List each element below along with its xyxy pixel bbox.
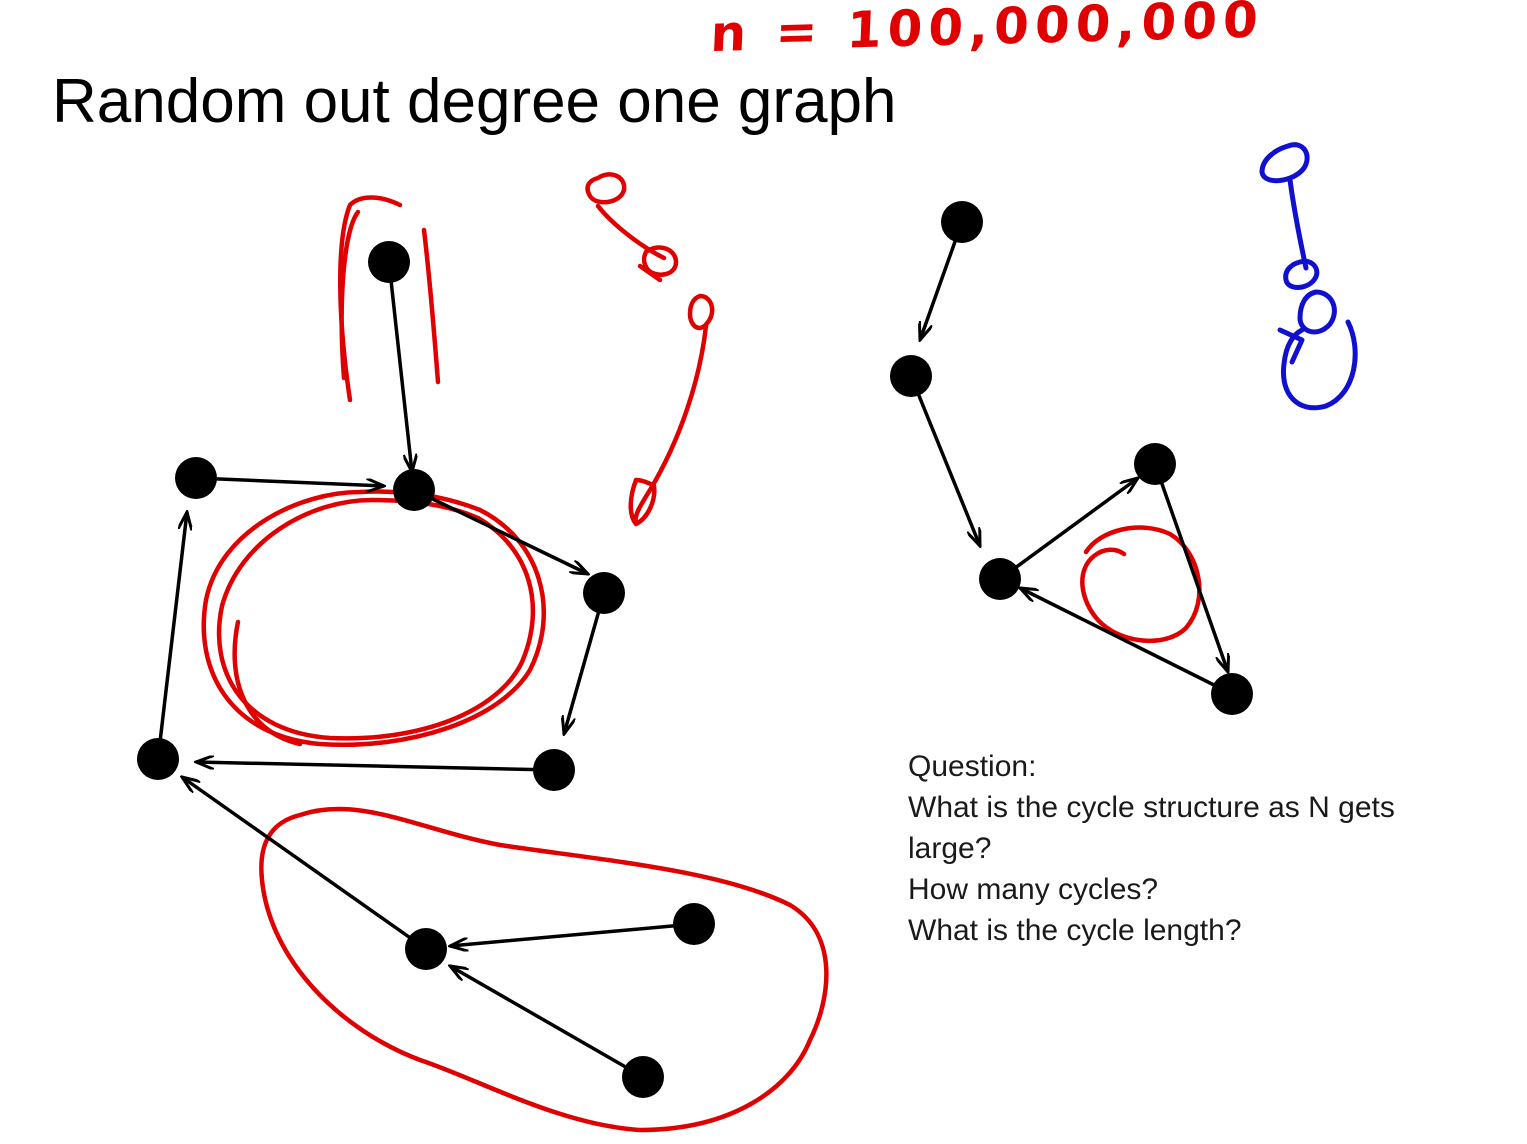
ink-small-graph-node-3 (687, 293, 715, 331)
node-r-cycle (979, 558, 1021, 600)
edge-bottomright-to-bottomleft (196, 762, 555, 772)
question-line-2: large? (908, 832, 992, 865)
ink-blue-arrow (1277, 327, 1305, 365)
question-line-3: How many cycles? (908, 873, 1159, 906)
node-treeright (673, 903, 715, 945)
question-line-1: What is the cycle structure as N gets (908, 791, 1395, 824)
question-heading: Question: (908, 750, 1037, 783)
node-treebottom (622, 1056, 664, 1098)
node-r-mid (890, 355, 932, 397)
edge-top-to-hub (387, 261, 412, 472)
edge-rcycle-to-rtop2 (998, 478, 1138, 581)
graph-edges (156, 221, 1233, 1079)
ink-cycle-loop-1 (201, 489, 546, 747)
edge-rbottom-to-rcycle (1020, 588, 1233, 696)
edge-rtop2-to-rbottom (1153, 463, 1228, 672)
edge-right-to-bottomright (564, 592, 606, 734)
node-right (583, 572, 625, 614)
ink-tree-loop (259, 806, 829, 1133)
ink-blue-edge (1287, 177, 1309, 271)
node-bottomright (533, 749, 575, 791)
question-block: Question: What is the cycle structure as… (908, 746, 1508, 951)
slide-title: Random out degree one graph (52, 67, 897, 136)
ink-blue-self-loop (1280, 319, 1358, 411)
node-hub (393, 469, 435, 511)
edge-treebottom-to-treehub (450, 966, 644, 1079)
ink-blue-node-2 (1283, 258, 1320, 290)
ink-small-graph-edge-1 (595, 203, 667, 261)
graph-nodes (137, 201, 1253, 1098)
edge-treeright-to-treehub (450, 922, 695, 946)
blue-ink-annotation (1259, 142, 1358, 411)
question-line-4: What is the cycle length? (908, 914, 1242, 947)
ink-small-graph-node-2 (637, 245, 679, 283)
ink-cycle-loop-2 (216, 497, 536, 741)
edge-bottomleft-to-left (156, 512, 187, 760)
edge-rmid-to-rcycle (909, 375, 982, 546)
node-treehub (405, 928, 447, 970)
node-r-bottom (1211, 673, 1253, 715)
ink-tail-bracket-right (421, 227, 441, 385)
node-top (368, 241, 410, 283)
ink-cycle-loop-3 (232, 619, 303, 747)
node-bottomleft (137, 738, 179, 780)
edge-left-to-hub (195, 476, 384, 486)
ink-blue-top-node (1259, 142, 1310, 184)
ink-tail-bracket-left-stroke (339, 209, 361, 381)
ink-blue-node-3 (1297, 289, 1337, 335)
edge-hub-to-right (413, 488, 588, 574)
ink-small-graph-node-4 (628, 477, 657, 527)
ink-small-graph-edge-2 (633, 323, 709, 525)
node-r-top2 (1134, 443, 1176, 485)
ink-small-graph-top-node (585, 172, 627, 205)
ink-triangle-cycle-mark (1080, 525, 1202, 644)
node-r-top (941, 201, 983, 243)
node-left (175, 457, 217, 499)
red-ink-annotations (201, 172, 1202, 1133)
edge-treehub-to-bottomleft (182, 777, 428, 951)
